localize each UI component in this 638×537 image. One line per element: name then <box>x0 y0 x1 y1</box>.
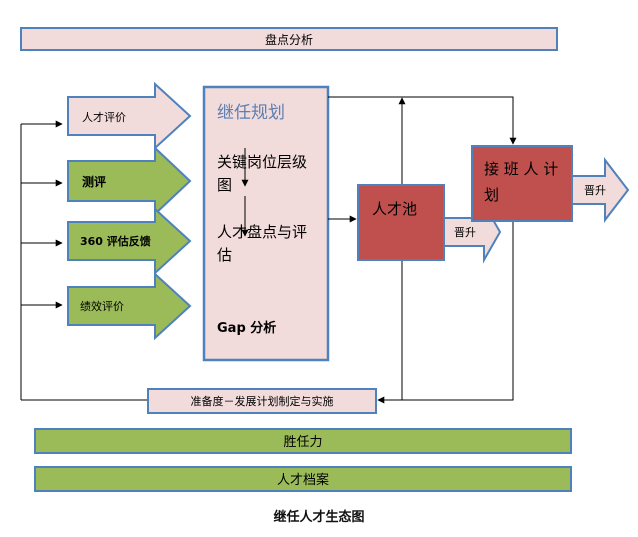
talent-pool-label: 人才池 <box>372 200 417 218</box>
talent-profile-bar: 人才档案 <box>34 466 572 492</box>
talent-review-line1: 人才盘点与评 <box>217 223 307 241</box>
talent-evaluation-label: 人才评价 <box>82 110 126 124</box>
succession-promote-arrow: 晋升 <box>571 157 630 223</box>
talent-review-line2: 估 <box>217 246 232 264</box>
talent-pool-box: 人才池 <box>357 184 445 261</box>
diagram-caption: 继任人才生态图 <box>273 510 365 525</box>
inventory-analysis-bar: 盘点分析 <box>20 27 558 51</box>
development-plan-label: 准备度－发展计划制定与实施 <box>191 394 334 408</box>
gap-analysis-label: Gap 分析 <box>217 320 276 336</box>
key-position-map-line1: 关键岗位层级 <box>217 153 307 171</box>
input-arrow-talent-evaluation: 人才评价 <box>67 81 192 151</box>
succession-plan-box: 接 班 人 计 划 <box>471 145 573 222</box>
talent-pool-promote-label: 晋升 <box>454 226 476 239</box>
competency-bar: 胜任力 <box>34 428 572 454</box>
talent-profile-label: 人才档案 <box>277 473 329 488</box>
input-arrow-360-feedback: 360 评估反馈 <box>67 206 192 276</box>
feedback-360-label: 360 评估反馈 <box>80 234 151 248</box>
assessment-label: 测评 <box>82 174 106 189</box>
input-connector-lines <box>20 120 148 401</box>
performance-evaluation-label: 绩效评价 <box>80 299 124 313</box>
competency-label: 胜任力 <box>283 435 322 450</box>
succession-promote-label: 晋升 <box>584 184 606 197</box>
succession-planning-title: 继任规划 <box>217 103 285 123</box>
succession-planning-box: 继任规划 关键岗位层级 图 人才盘点与评 估 Gap 分析 <box>202 85 330 362</box>
succession-plan-label-line1: 接 班 人 计 <box>484 160 558 178</box>
development-plan-bar: 准备度－发展计划制定与实施 <box>147 388 377 414</box>
input-arrow-performance-evaluation: 绩效评价 <box>67 271 192 341</box>
inventory-analysis-label: 盘点分析 <box>265 32 313 47</box>
succession-plan-label-line2: 划 <box>484 186 499 204</box>
input-arrow-assessment: 测评 <box>67 145 192 217</box>
key-position-map-line2: 图 <box>217 176 232 194</box>
